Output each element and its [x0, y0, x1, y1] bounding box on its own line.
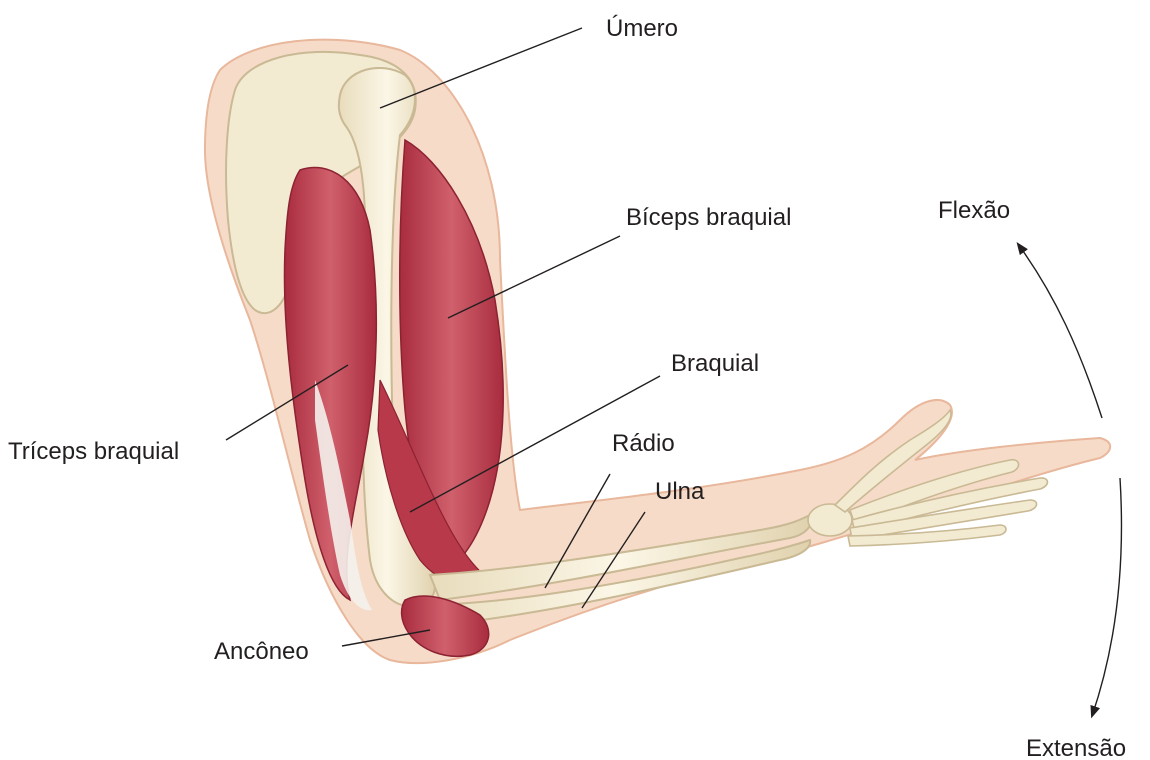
label-anconeo: Ancôneo	[214, 638, 309, 665]
label-braquial: Braquial	[671, 350, 759, 377]
extension-arrow	[1092, 478, 1122, 716]
label-radio: Rádio	[612, 430, 675, 457]
flexion-arrow	[1018, 244, 1102, 418]
label-triceps: Tríceps braquial	[8, 438, 179, 465]
label-extensao: Extensão	[1026, 735, 1126, 760]
label-flexao: Flexão	[938, 197, 1010, 224]
label-ulna: Ulna	[655, 478, 705, 505]
label-biceps: Bíceps braquial	[626, 204, 791, 231]
label-umero: Úmero	[606, 15, 678, 42]
